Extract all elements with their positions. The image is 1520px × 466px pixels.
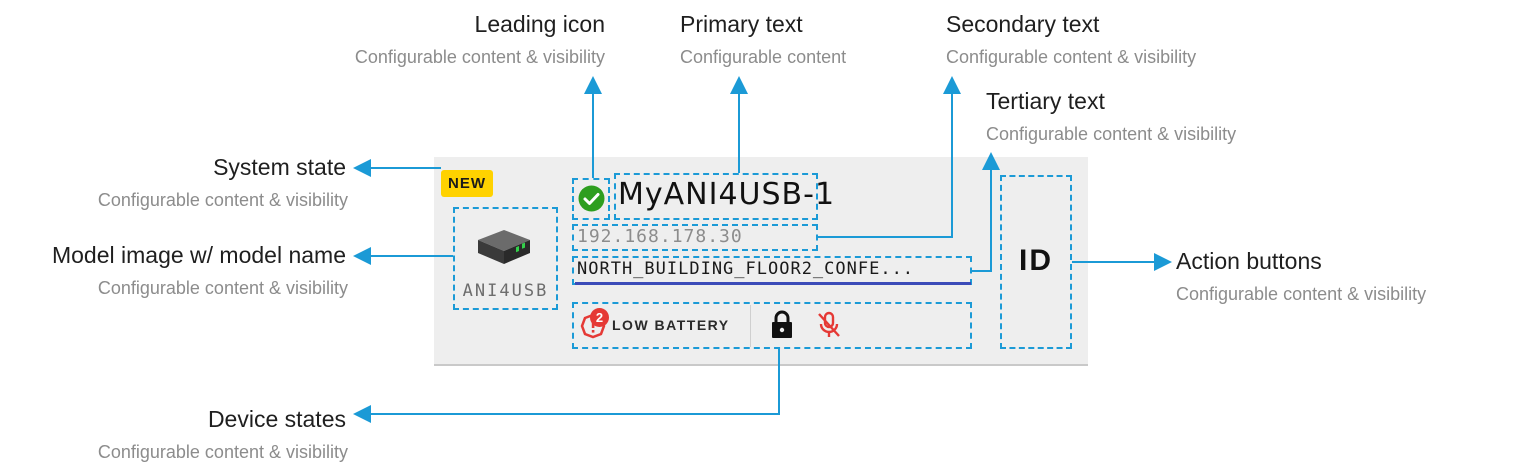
mic-off-icon bbox=[818, 311, 840, 337]
tertiary-text-title: Tertiary text bbox=[986, 88, 1105, 114]
new-badge: NEW bbox=[441, 170, 493, 197]
device-states-subtitle: Configurable content & visibility bbox=[97, 442, 348, 462]
warning-count-badge: 2 bbox=[590, 308, 609, 327]
device-card bbox=[434, 157, 1088, 366]
action-buttons-title: Action buttons bbox=[1176, 248, 1322, 274]
action-buttons-box bbox=[1000, 175, 1072, 349]
model-image-title: Model image w/ model name bbox=[51, 242, 346, 268]
model-image-subtitle: Configurable content & visibility bbox=[97, 278, 348, 298]
secondary-text-subtitle: Configurable content & visibility bbox=[946, 47, 1197, 67]
check-circle-icon bbox=[578, 185, 605, 212]
system-state-subtitle: Configurable content & visibility bbox=[97, 190, 348, 210]
leading-icon-subtitle: Configurable content & visibility bbox=[354, 47, 605, 67]
primary-text-title: Primary text bbox=[680, 11, 803, 37]
leading-icon-box bbox=[572, 178, 610, 220]
primary-text: MyANI4USB-1 bbox=[618, 177, 836, 212]
tertiary-underline bbox=[575, 282, 971, 285]
tertiary-text-subtitle: Configurable content & visibility bbox=[986, 124, 1237, 144]
system-state-title: System state bbox=[213, 154, 346, 180]
action-buttons-subtitle: Configurable content & visibility bbox=[1176, 284, 1427, 304]
secondary-text-title: Secondary text bbox=[946, 11, 1100, 37]
leading-icon-title: Leading icon bbox=[474, 11, 605, 37]
low-battery-label: LOW BATTERY bbox=[612, 317, 730, 333]
lock-icon bbox=[772, 310, 792, 338]
device-model-icon bbox=[478, 230, 530, 264]
primary-text-subtitle: Configurable content bbox=[680, 47, 847, 67]
tertiary-text: NORTH_BUILDING_FLOOR2_CONFE... bbox=[577, 259, 915, 279]
model-name: ANI4USB bbox=[462, 281, 549, 301]
primary-text-box bbox=[614, 173, 818, 220]
model-image-box bbox=[453, 207, 558, 310]
device-states-box bbox=[572, 302, 972, 349]
states-divider bbox=[750, 305, 751, 347]
identify-button[interactable]: ID bbox=[1019, 244, 1053, 277]
secondary-text: 192.168.178.30 bbox=[577, 226, 743, 247]
secondary-text-box bbox=[572, 224, 818, 251]
device-states-title: Device states bbox=[207, 406, 346, 432]
